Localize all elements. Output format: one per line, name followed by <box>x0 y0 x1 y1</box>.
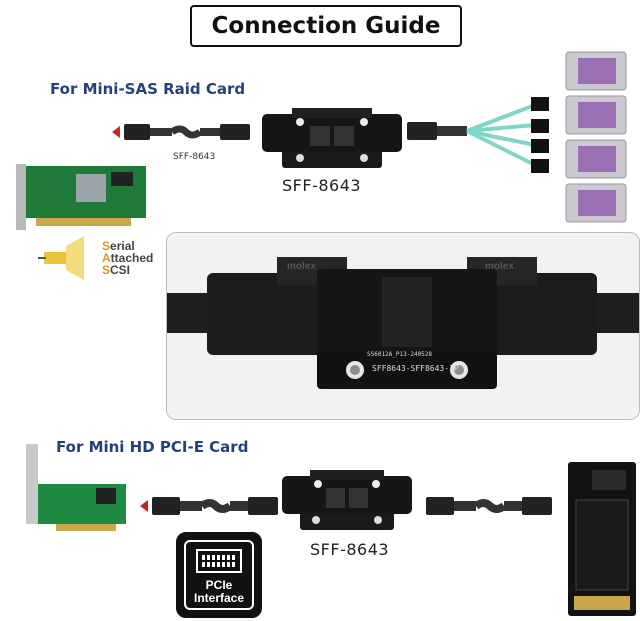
pcb-text-2: SFF8643-SFF8643-1P <box>372 364 459 373</box>
brand-right: molex <box>485 261 514 272</box>
sff8643-cable-bottom-right <box>426 497 552 515</box>
sas-logo-text: Serial Attached SCSI <box>102 239 154 277</box>
pcie-card-heading: For Mini HD PCI-E Card <box>56 438 249 456</box>
arrow-left-icon <box>112 126 120 138</box>
adapter-label-top: SFF-8643 <box>282 176 362 195</box>
cable-label-top: SFF-8643 <box>173 152 216 162</box>
adapter-closeup-illustration <box>167 233 639 419</box>
sas-logo-icon <box>38 236 84 280</box>
pcie-badge-text: PCIe Interface <box>193 578 245 605</box>
m2-adapter-board <box>568 462 636 616</box>
raid-card-heading: For Mini-SAS Raid Card <box>50 80 246 98</box>
product-photo: SS6012A_P13-240528 SFF8643-SFF8643-1P mo… <box>166 232 640 420</box>
hdd-stack <box>565 51 627 223</box>
pcie-card <box>26 444 126 531</box>
page-title: Connection Guide <box>211 13 441 39</box>
sff8643-cable-bottom-left <box>140 497 278 515</box>
sff8643-cable-top <box>112 124 250 140</box>
pcie-interface-badge: PCIe Interface <box>176 532 262 618</box>
pcb-text-1: SS6012A_P13-240528 <box>367 351 433 358</box>
arrow-left-icon <box>140 500 148 512</box>
pcie-connector-icon <box>196 549 242 573</box>
sff8643-adapter-bottom <box>282 470 412 530</box>
adapter-label-bottom: SFF-8643 <box>310 540 390 559</box>
raid-card <box>16 164 146 230</box>
brand-left: molex <box>287 261 316 272</box>
sata-breakout-cable <box>407 97 549 173</box>
sff8643-adapter-top <box>262 108 402 168</box>
title-box: Connection Guide <box>190 5 462 47</box>
